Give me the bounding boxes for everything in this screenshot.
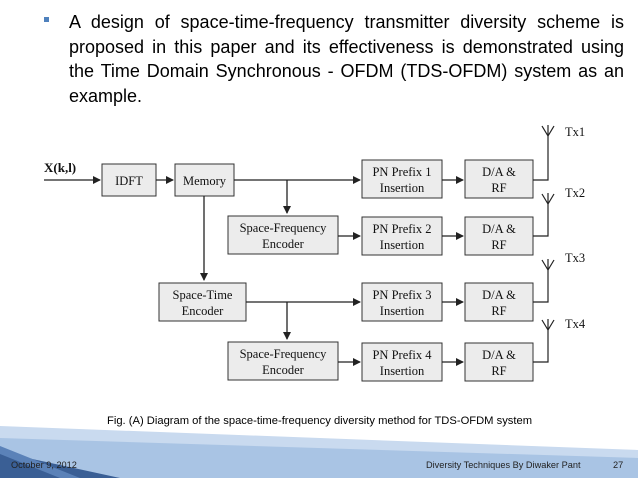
pn1-label-1: PN Prefix 1 bbox=[372, 165, 431, 179]
da4-block bbox=[464, 342, 534, 382]
sfe-top-label-1: Space-Frequency bbox=[240, 221, 328, 235]
pn4-label-1: PN Prefix 4 bbox=[372, 348, 432, 362]
antenna-4-icon bbox=[533, 319, 555, 363]
footer-band bbox=[0, 426, 638, 478]
pn2-block bbox=[361, 216, 443, 256]
da1-label-1: D/A & bbox=[482, 165, 516, 179]
da4-label-2: RF bbox=[491, 364, 506, 378]
antenna-2-icon bbox=[533, 193, 555, 237]
sfe-top-block bbox=[227, 215, 339, 255]
pn3-label-2: Insertion bbox=[380, 304, 425, 318]
pn2-label-2: Insertion bbox=[380, 238, 425, 252]
pn3-label-1: PN Prefix 3 bbox=[372, 288, 431, 302]
tx3-label: Tx3 bbox=[565, 251, 585, 265]
tx4-label: Tx4 bbox=[565, 317, 586, 331]
antenna-3-icon bbox=[533, 259, 555, 303]
idft-block bbox=[101, 163, 157, 197]
sfe-bot-block bbox=[227, 341, 339, 381]
tx1-label: Tx1 bbox=[565, 125, 585, 139]
da1-label-2: RF bbox=[491, 181, 506, 195]
da3-block bbox=[464, 282, 534, 322]
pn4-label-2: Insertion bbox=[380, 364, 425, 378]
sfe-bot-label-2: Encoder bbox=[262, 363, 304, 377]
pn3-block bbox=[361, 282, 443, 322]
da2-block bbox=[464, 216, 534, 256]
st-block bbox=[158, 282, 247, 322]
memory-label: Memory bbox=[183, 174, 227, 188]
idft-label: IDFT bbox=[115, 174, 143, 188]
pn2-label-1: PN Prefix 2 bbox=[372, 222, 431, 236]
st-label-2: Encoder bbox=[182, 304, 224, 318]
pn1-block bbox=[361, 159, 443, 199]
da3-label-2: RF bbox=[491, 304, 506, 318]
da3-label-1: D/A & bbox=[482, 288, 516, 302]
da1-block bbox=[464, 159, 534, 199]
pn1-label-2: Insertion bbox=[380, 181, 425, 195]
bullet-square-icon bbox=[44, 17, 49, 22]
da2-label-1: D/A & bbox=[482, 222, 516, 236]
pn4-block bbox=[361, 342, 443, 382]
footer-title: Diversity Techniques By Diwaker Pant bbox=[426, 460, 581, 470]
st-label-1: Space-Time bbox=[173, 288, 233, 302]
figure-caption: Fig. (A) Diagram of the space-time-frequ… bbox=[107, 415, 533, 427]
input-label: X(k,l) bbox=[44, 160, 76, 175]
tx2-label: Tx2 bbox=[565, 186, 585, 200]
da4-label-1: D/A & bbox=[482, 348, 516, 362]
sfe-top-label-2: Encoder bbox=[262, 237, 304, 251]
da2-label-2: RF bbox=[491, 238, 506, 252]
bullet-text: A design of space-time-frequency transmi… bbox=[69, 12, 624, 106]
footer-date: October 9, 2012 bbox=[11, 460, 77, 470]
antenna-1-icon bbox=[533, 125, 555, 181]
page-number: 27 bbox=[613, 460, 624, 470]
sfe-bot-label-1: Space-Frequency bbox=[240, 347, 328, 361]
